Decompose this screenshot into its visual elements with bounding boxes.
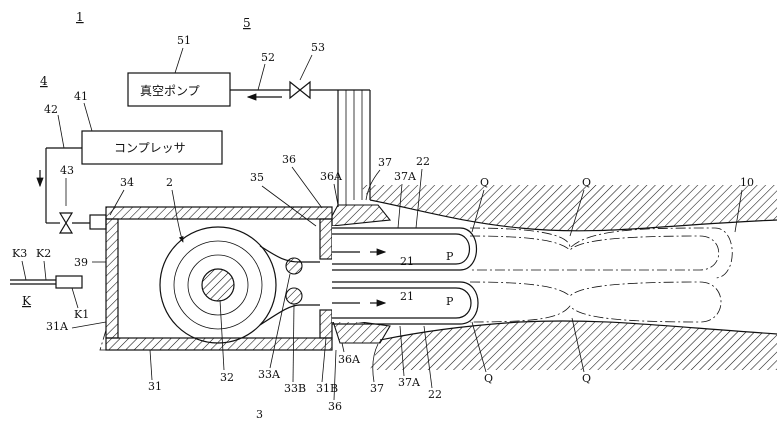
vacuum-line bbox=[230, 90, 370, 207]
pump-group-number: 5 bbox=[243, 16, 251, 30]
label-22-bot: 22 bbox=[428, 388, 442, 401]
figure-number: 1 bbox=[76, 10, 84, 24]
label-53: 53 bbox=[311, 41, 325, 54]
leader-53 bbox=[300, 55, 312, 80]
leader-32 bbox=[220, 300, 224, 370]
compressor-label: コンプレッサ bbox=[114, 141, 186, 155]
leader-42 bbox=[58, 115, 64, 148]
leader-K3 bbox=[22, 261, 26, 280]
label-33A: 33A bbox=[258, 368, 281, 381]
label-51: 51 bbox=[177, 34, 191, 47]
label-Q1: Q bbox=[480, 176, 489, 189]
label-52: 52 bbox=[261, 51, 275, 64]
leader-31A bbox=[72, 322, 106, 328]
vacuum-pump-label: 真空ポンプ bbox=[140, 84, 200, 98]
leader-36-top bbox=[292, 167, 322, 208]
leader-31 bbox=[150, 350, 152, 380]
compressor-line bbox=[40, 148, 106, 233]
blower-2 bbox=[160, 227, 320, 343]
label-36-top: 36 bbox=[282, 153, 296, 166]
leader-36A-bot bbox=[342, 343, 344, 352]
shaft-32 bbox=[202, 269, 234, 301]
label-31: 31 bbox=[148, 380, 162, 393]
tool-K1 bbox=[56, 276, 82, 288]
label-K3: K3 bbox=[12, 247, 27, 260]
compressor-group-number: 4 bbox=[40, 74, 48, 88]
label-21-bot: 21 bbox=[400, 290, 414, 303]
leader-51 bbox=[175, 48, 183, 73]
tissue-wall-10 bbox=[360, 185, 777, 370]
label-34: 34 bbox=[120, 176, 134, 189]
label-22-top: 22 bbox=[416, 155, 430, 168]
label-37-bot: 37 bbox=[370, 382, 384, 395]
label-36-bot: 36 bbox=[328, 400, 342, 413]
label-37A-top: 37A bbox=[394, 170, 417, 183]
rotor-33A bbox=[286, 258, 302, 274]
label-Q4: Q bbox=[582, 372, 591, 385]
label-37-top: 37 bbox=[378, 156, 392, 169]
leader-K2 bbox=[44, 261, 46, 280]
fitting-34 bbox=[90, 215, 106, 229]
assembly-number: 3 bbox=[256, 408, 263, 421]
label-Q2: Q bbox=[582, 176, 591, 189]
label-K2: K2 bbox=[36, 247, 51, 260]
label-Q3: Q bbox=[484, 372, 493, 385]
expanded-outline bbox=[470, 228, 732, 322]
leader-33A bbox=[270, 274, 290, 368]
leader-33B bbox=[293, 304, 294, 382]
leader-K1 bbox=[72, 288, 78, 308]
valve-43 bbox=[60, 213, 72, 233]
label-35: 35 bbox=[250, 171, 264, 184]
label-42: 42 bbox=[44, 103, 58, 116]
leader-52 bbox=[258, 64, 265, 90]
housing-dash bbox=[100, 330, 106, 350]
label-33B: 33B bbox=[284, 382, 306, 395]
vacuum-pump: 真空ポンプ bbox=[128, 73, 230, 106]
label-K1: K1 bbox=[74, 308, 89, 321]
valve-53 bbox=[290, 82, 310, 98]
rotor-33B bbox=[286, 288, 302, 304]
label-10: 10 bbox=[740, 176, 754, 189]
label-21-top: 21 bbox=[400, 255, 414, 268]
label-36A-bot: 36A bbox=[338, 353, 361, 366]
label-36A-top: 36A bbox=[320, 170, 343, 183]
label-43: 43 bbox=[60, 164, 74, 177]
label-32: 32 bbox=[220, 371, 234, 384]
label-P-bot: P bbox=[446, 295, 454, 308]
leader-35 bbox=[262, 186, 316, 226]
leader-41 bbox=[84, 103, 92, 131]
compressor: コンプレッサ bbox=[82, 131, 222, 164]
label-2: 2 bbox=[166, 176, 173, 189]
label-K: K bbox=[22, 294, 32, 308]
hose-collars bbox=[332, 205, 390, 343]
label-37A-bot: 37A bbox=[398, 376, 421, 389]
label-41: 41 bbox=[74, 90, 88, 103]
label-39: 39 bbox=[74, 256, 88, 269]
label-31A: 31A bbox=[46, 320, 69, 333]
label-P-top: P bbox=[446, 250, 454, 263]
